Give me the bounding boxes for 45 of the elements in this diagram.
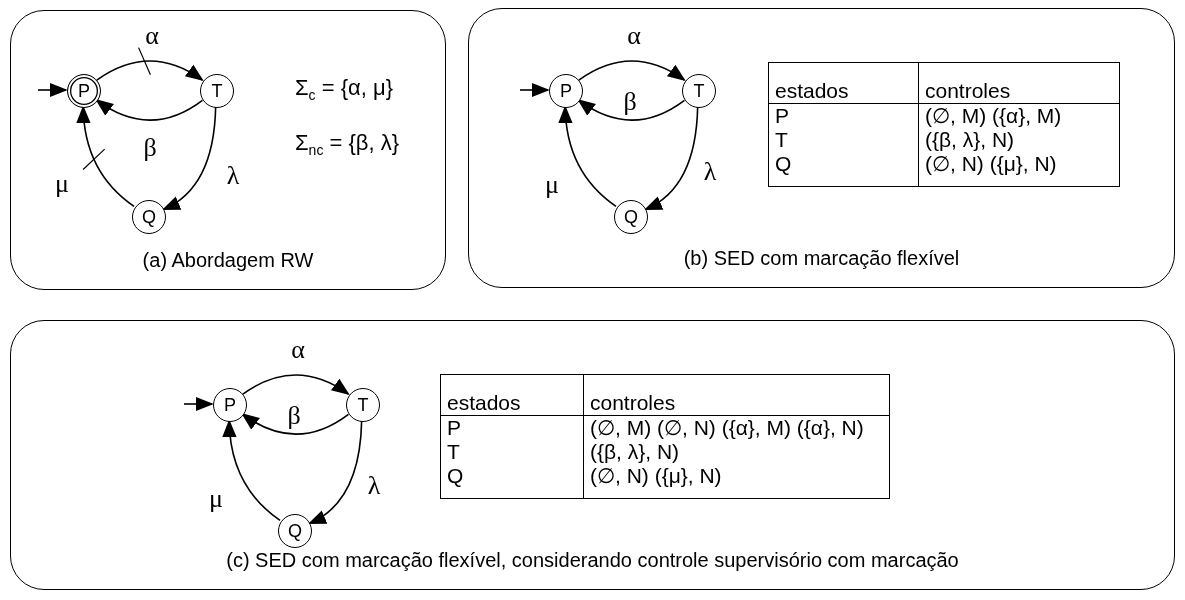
transition-arrow <box>242 374 350 395</box>
transition-arrow <box>577 99 686 121</box>
column-header: estados <box>447 391 521 414</box>
transition-arrow <box>95 99 204 121</box>
state-circle: Q <box>614 200 648 234</box>
state-name: T <box>775 128 788 151</box>
transition-arrow <box>96 60 204 81</box>
event-label: β <box>623 89 637 115</box>
transition-arrow <box>519 82 550 98</box>
control-set: (∅, M) ({α}, M) <box>925 104 1062 127</box>
transition-arrow <box>308 420 363 525</box>
column-header: estados <box>775 79 849 102</box>
state-circle: Q <box>278 514 312 548</box>
marked-state-circle: P <box>67 74 101 108</box>
state-circle: T <box>682 74 716 108</box>
state-name: T <box>447 440 460 463</box>
panel-label: (a) Abordagem RW <box>142 249 314 272</box>
control-set: ({β, λ}, N) <box>590 440 680 463</box>
control-set: (∅, N) ({μ}, N) <box>590 464 722 487</box>
transition-arrow <box>241 413 350 435</box>
column-header: controles <box>590 391 676 414</box>
event-label: β <box>287 403 301 429</box>
state-name: Q <box>447 464 464 487</box>
control-set: (∅, N) ({μ}, N) <box>925 152 1057 175</box>
state-name: Q <box>775 152 792 175</box>
transition-arrow <box>578 60 686 81</box>
column-header: controles <box>925 79 1011 102</box>
event-set: Σ$_{nc}$ = {β, λ} <box>295 130 400 159</box>
control-set: ({β, λ}, N) <box>925 128 1015 151</box>
state-name: P <box>775 104 789 127</box>
panel-label: (c) SED com marcação flexível, considerando controle supervisório com marcação <box>226 549 959 572</box>
event-label: β <box>143 135 157 161</box>
state-name: P <box>447 416 461 439</box>
transition-arrow <box>644 106 699 211</box>
state-circle: T <box>346 388 380 422</box>
state-circle: Q <box>132 200 166 234</box>
state-circle: P <box>213 388 247 422</box>
transition-arrow <box>162 106 217 211</box>
transition-arrow <box>183 396 214 412</box>
transition-arrow <box>37 82 68 98</box>
state-circle: P <box>549 74 583 108</box>
control-set: (∅, M) (∅, N) ({α}, M) ({α}, N) <box>590 416 864 439</box>
panel-label: (b) SED com marcação flexível <box>683 247 960 270</box>
event-set: Σ$_{c}$ = {α, μ} <box>295 75 393 104</box>
state-circle: T <box>200 74 234 108</box>
